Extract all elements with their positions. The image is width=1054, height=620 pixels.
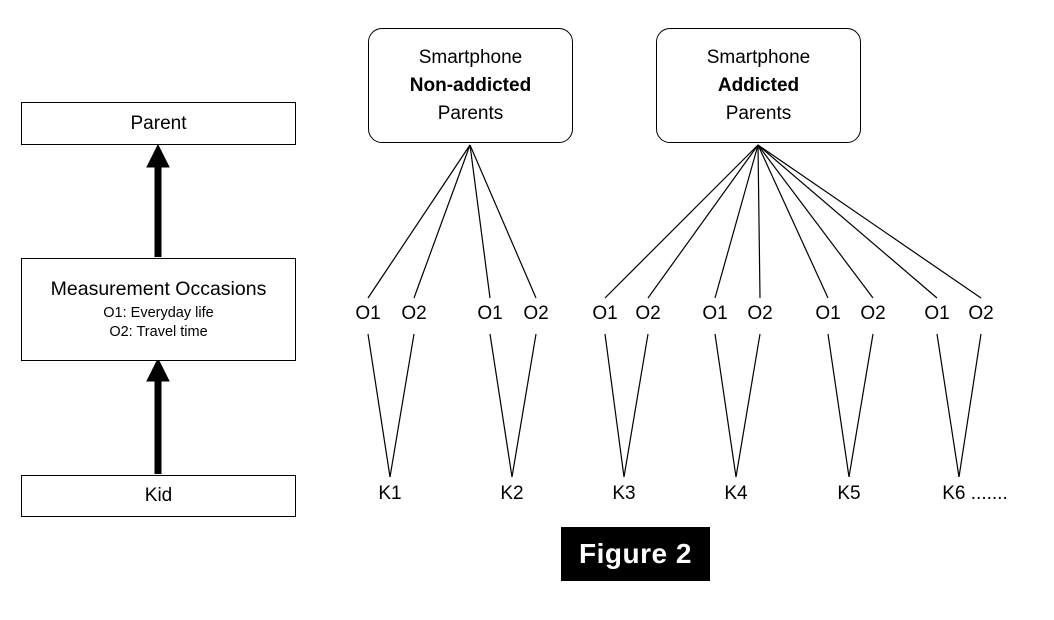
occasion-node: O2 [968,303,994,324]
kid-box-label: Kid [144,485,173,506]
group-box-line1: Smartphone [706,46,811,68]
occasion-node: O1 [815,303,841,324]
kid-node: K5 [837,483,861,504]
v-connectors-occasions-to-kids [367,333,982,478]
occasion-node: O1 [477,303,503,324]
occasion-o2-description: O2: Travel time [109,324,208,340]
kid-node: K1 [378,483,402,504]
parent-box-label: Parent [130,112,187,134]
occasion-o1-description: O1: Everyday life [103,305,214,321]
group-box-line3: Parents [437,102,504,124]
kid-node: K3 [612,483,636,504]
measurement-occasions-box: Measurement Occasions O1: Everyday life … [21,258,296,361]
group-box-line3: Parents [725,102,792,124]
arrow-occasions-to-parent [146,143,170,257]
occasion-node: O2 [523,303,549,324]
occasion-node: O1 [592,303,618,324]
measurement-occasions-title: Measurement Occasions [50,278,267,300]
kid-node: K6 ....... [942,483,1008,504]
group-box-line2: Addicted [717,74,800,96]
occasion-node: O1 [702,303,728,324]
group-box-non-addicted-parents: Smartphone Non-addicted Parents [368,28,573,143]
fan-lines-nonaddicted [367,144,537,299]
occasion-node: O2 [635,303,661,324]
group-box-line2: Non-addicted [409,74,532,96]
kid-node: K2 [500,483,524,504]
occasion-node: O1 [355,303,381,324]
occasion-node: O1 [924,303,950,324]
occasion-node: O2 [401,303,427,324]
figure-caption: Figure 2 [561,527,710,581]
kid-box: Kid [21,475,296,517]
group-box-line1: Smartphone [418,46,523,68]
occasion-node: O2 [860,303,886,324]
fan-lines-addicted [604,144,982,299]
arrow-kid-to-occasions [146,357,170,474]
group-box-addicted-parents: Smartphone Addicted Parents [656,28,861,143]
kid-node: K4 [724,483,748,504]
occasion-node: O2 [747,303,773,324]
parent-box: Parent [21,102,296,145]
